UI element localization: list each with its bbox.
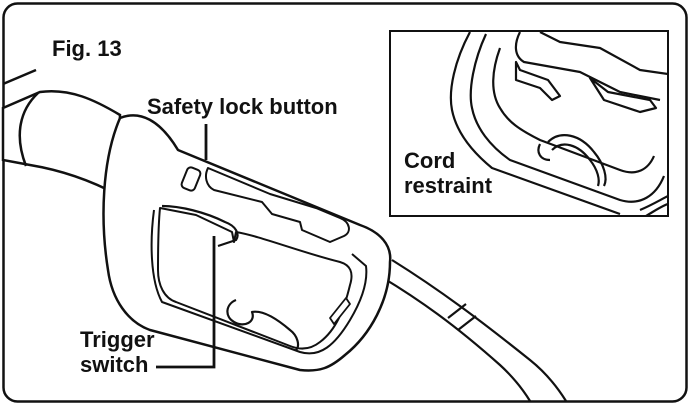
cord-label-line1: Cord	[404, 148, 456, 173]
cord-restraint-label: Cord restraint	[404, 148, 492, 198]
trigger-switch-label: Trigger switch	[80, 327, 155, 377]
leader-lines	[156, 124, 216, 369]
cord-label-line2: restraint	[404, 173, 493, 198]
trigger-label-line1: Trigger	[80, 327, 155, 352]
cord-restraint-inset	[389, 30, 669, 217]
figure-title: Fig. 13	[52, 36, 122, 61]
trigger-label-line2: switch	[80, 352, 149, 377]
trigger-switch-leader	[156, 236, 216, 369]
safety-lock-button-label: Safety lock button	[147, 94, 338, 119]
power-cord	[379, 259, 567, 402]
tool-shaft	[1, 68, 122, 198]
handle-body	[102, 114, 392, 372]
